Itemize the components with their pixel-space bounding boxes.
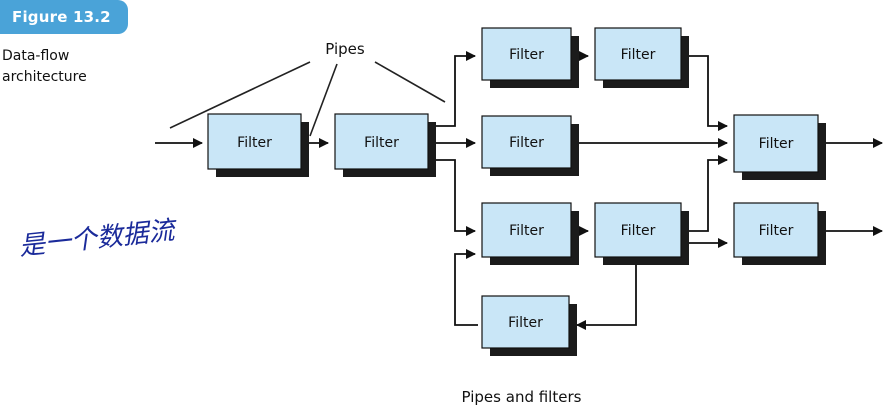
filter-label: Filter (759, 223, 794, 239)
figure-badge: Figure 13.2 (0, 0, 128, 34)
pipes-pointer-3 (374, 61, 446, 103)
filter-label: Filter (759, 136, 794, 152)
pipes-pointer-1 (169, 61, 311, 129)
pipe-feedback-up (454, 249, 478, 326)
filter-input-1: Filter (207, 113, 309, 177)
filter-label: Filter (621, 47, 656, 63)
handwritten-note: 是一个数据流 (18, 215, 180, 262)
filter-label: Filter (508, 315, 543, 331)
pipes-pointer-lines (169, 61, 446, 137)
filter-input-2: Filter (334, 113, 436, 177)
pipe-f2-lower (428, 159, 476, 236)
filter-label: Filter (509, 223, 544, 239)
figure-caption: Data-flow architecture (2, 48, 87, 85)
filter-middle: Filter (481, 115, 579, 176)
pipes-label: Pipes (325, 40, 365, 58)
pipe-f2-top (428, 51, 476, 127)
filter-label: Filter (364, 135, 399, 151)
filter-lower-right: Filter (733, 202, 826, 265)
pipes-pointer-2 (309, 63, 338, 137)
filter-merge: Filter (733, 114, 826, 180)
pipe-lower-to-merge (681, 155, 728, 232)
filter-top-left: Filter (481, 27, 579, 88)
filter-label: Filter (509, 47, 544, 63)
pipe-lines (155, 51, 883, 330)
filter-label: Filter (509, 135, 544, 151)
filter-lower-middle: Filter (594, 202, 689, 265)
diagram-caption: Pipes and filters (461, 388, 582, 406)
filter-label: Filter (237, 135, 272, 151)
filter-feedback: Filter (481, 295, 577, 356)
filter-top-right: Filter (594, 27, 689, 88)
pipe-top-to-merge (681, 55, 728, 131)
filter-lower-left: Filter (481, 202, 579, 265)
pipe-feedback-down (576, 263, 637, 330)
filter-label: Filter (621, 223, 656, 239)
